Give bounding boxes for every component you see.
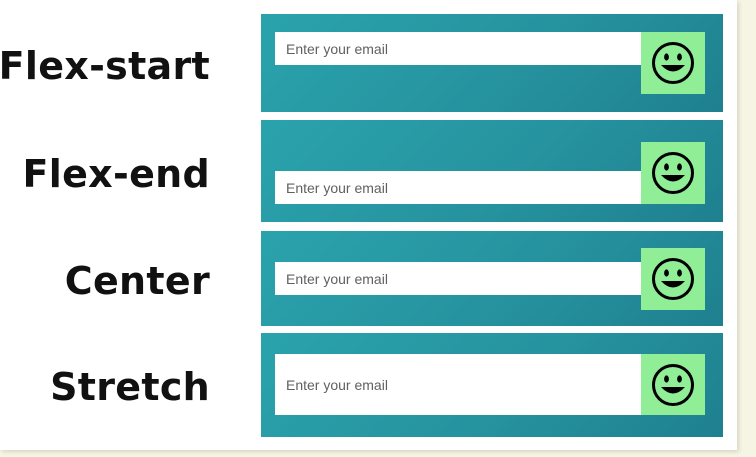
- row-label: Center: [64, 259, 210, 303]
- demo-card: Flex-start Flex-end: [0, 0, 737, 450]
- row-label: Flex-start: [0, 44, 210, 88]
- form-panel: [261, 333, 723, 437]
- smiley-icon: [652, 152, 694, 194]
- smiley-icon: [652, 257, 694, 300]
- smiley-button[interactable]: [641, 354, 705, 415]
- smiley-button[interactable]: [641, 32, 705, 94]
- form-panel: [261, 14, 723, 112]
- row-label: Flex-end: [22, 152, 210, 196]
- smiley-button[interactable]: [641, 247, 705, 310]
- email-input[interactable]: [275, 262, 641, 295]
- form-panel: [261, 120, 723, 222]
- smiley-icon: [652, 363, 694, 406]
- email-input[interactable]: [275, 354, 641, 415]
- smiley-icon: [652, 42, 694, 84]
- email-input[interactable]: [275, 171, 641, 204]
- email-input[interactable]: [275, 32, 641, 65]
- row-label: Stretch: [50, 365, 210, 409]
- smiley-button[interactable]: [641, 142, 705, 204]
- form-panel: [261, 231, 723, 326]
